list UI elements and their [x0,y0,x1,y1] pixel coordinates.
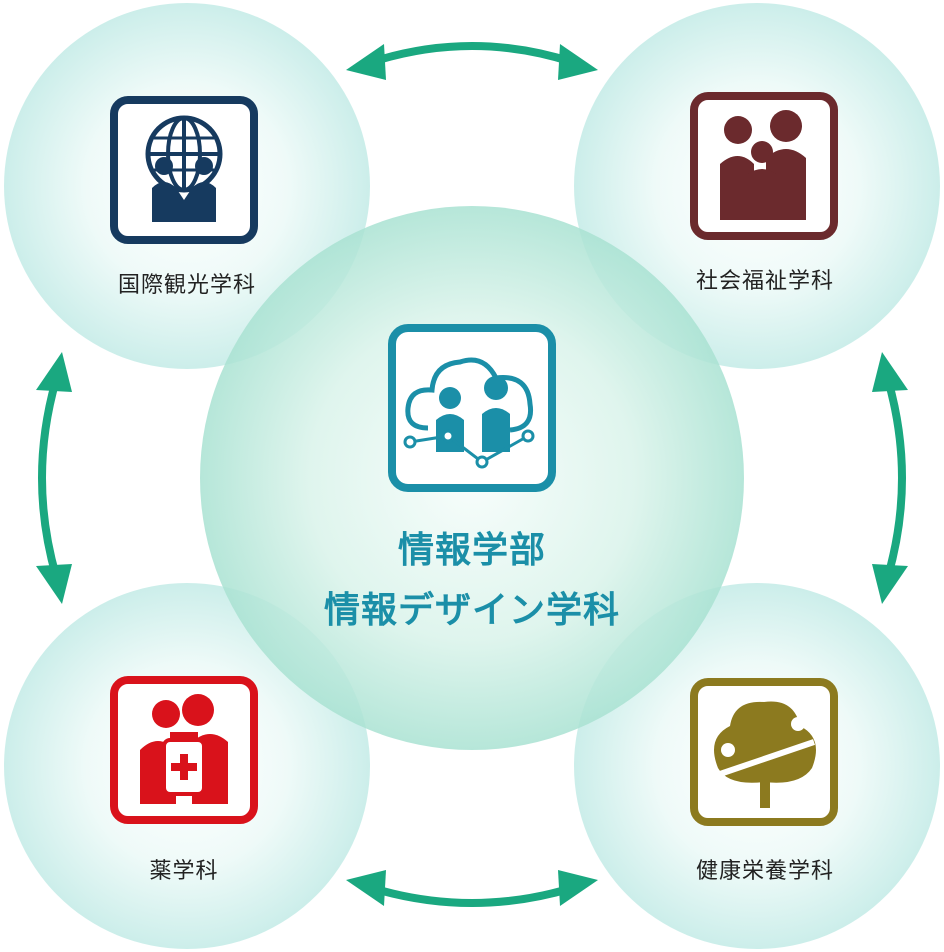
center-title-line2: 情報デザイン学科 [323,590,621,631]
medicine-bottle-icon [110,676,258,824]
label-bottom-right: 健康栄養学科 [695,859,835,884]
family-care-icon [690,92,838,240]
label-bottom-left: 薬学科 [149,859,219,884]
arrow-left [36,352,72,604]
tree-seesaw-icon [690,678,838,826]
arrow-bottom [346,870,598,907]
cloud-people-network-icon [388,324,556,492]
globe-handshake-icon [110,96,258,244]
arrow-top [346,42,598,80]
label-top-right: 社会福祉学科 [695,269,835,294]
center-title-line1: 情報学部 [397,530,547,571]
arrow-right [872,352,908,604]
label-top-left: 国際観光学科 [117,273,257,298]
